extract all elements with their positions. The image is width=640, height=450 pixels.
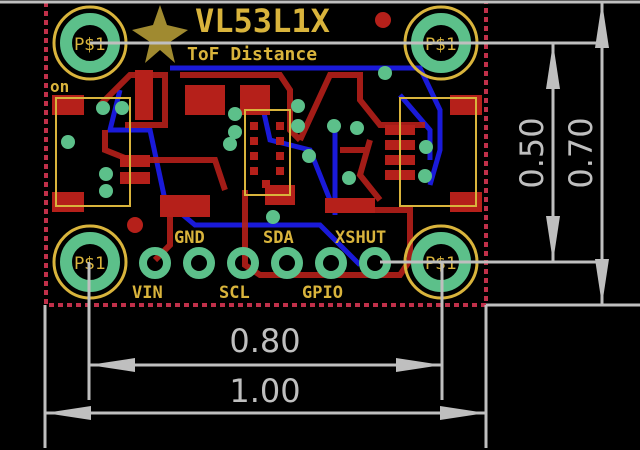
board-subtitle: ToF Distance xyxy=(187,44,317,65)
board-outline xyxy=(44,2,488,307)
dimension-label-1-00: 1.00 xyxy=(229,372,300,410)
pin-label-gpio: GPIO xyxy=(302,283,343,303)
hole-label: P$1 xyxy=(425,35,457,55)
board-title: VL53L1X xyxy=(195,2,330,40)
pin-scl xyxy=(227,247,259,279)
sensor-ic-outline xyxy=(244,109,291,196)
pin-label-sda: SDA xyxy=(263,228,294,248)
pin-vin xyxy=(139,247,171,279)
fiducial-dot xyxy=(375,12,391,28)
pin-gpio xyxy=(315,247,347,279)
on-label: on xyxy=(50,77,69,96)
dimension-arrowheads xyxy=(45,2,609,420)
dimension-label-0-70: 0.70 xyxy=(562,117,600,188)
sensor-ic-pads xyxy=(250,122,284,188)
fiducial-dot xyxy=(127,217,143,233)
adafruit-star-logo xyxy=(132,5,188,63)
dimension-label-0-80: 0.80 xyxy=(229,322,300,360)
pin-gnd xyxy=(183,247,215,279)
hole-label: P$1 xyxy=(74,35,106,55)
pin-label-scl: SCL xyxy=(219,283,250,303)
vias xyxy=(61,66,433,224)
header-pins xyxy=(139,247,391,279)
pin-label-xshut: XSHUT xyxy=(335,228,386,248)
silkscreen-outlines xyxy=(55,97,477,207)
dimension-label-0-50: 0.50 xyxy=(513,117,551,188)
pin-label-vin: VIN xyxy=(132,283,163,303)
pin-label-gnd: GND xyxy=(174,228,205,248)
pin-sda xyxy=(271,247,303,279)
